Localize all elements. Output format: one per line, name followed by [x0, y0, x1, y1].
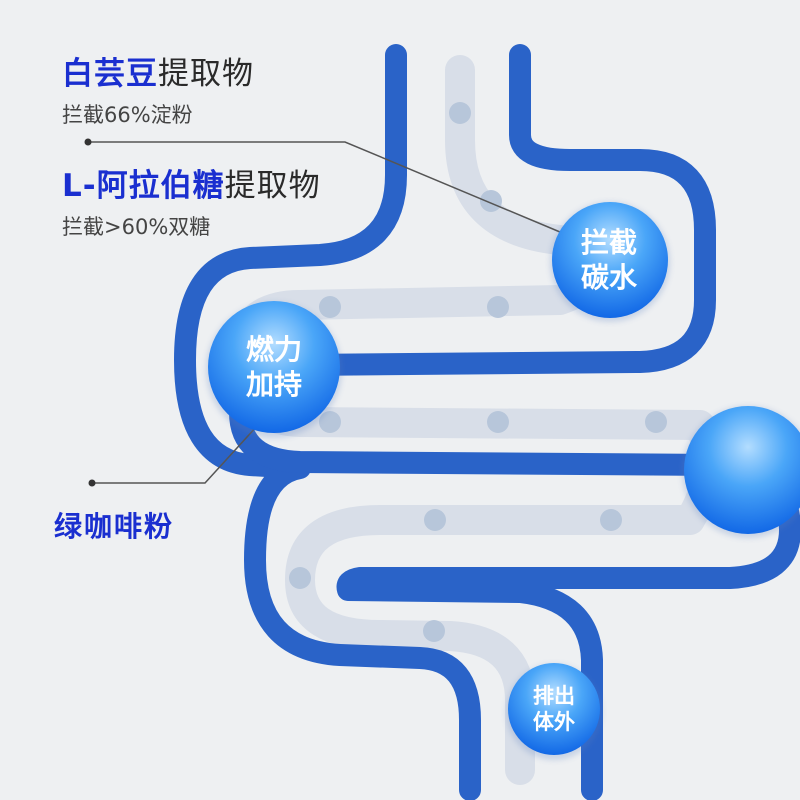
- label-white-kidney-bean-sub: 拦截66%淀粉: [62, 103, 193, 127]
- bubble-intercept-carbs-line2: 碳水: [580, 261, 638, 294]
- label-white-kidney-bean-highlight: 白芸豆: [62, 56, 158, 92]
- bubble-excrete: [506, 663, 602, 760]
- bubble-fat-burn-line2: 加持: [245, 368, 303, 401]
- intestine-wall-outer: [174, 44, 481, 800]
- bubble-excrete-line2: 体外: [533, 710, 575, 734]
- bubble-intercept-carbs: [550, 202, 670, 322]
- label-white-kidney-bean-rest: 提取物: [158, 56, 254, 92]
- intestine-wall-inner: [229, 44, 800, 800]
- bubble-excrete-text: 排出 体外: [533, 683, 575, 736]
- label-arabinose-highlight: L-阿拉伯糖: [62, 168, 225, 204]
- bubble-excrete-line1: 排出: [533, 683, 575, 708]
- label-green-coffee: 绿咖啡粉: [54, 510, 175, 543]
- bubble-fat-burn-line1: 燃力: [245, 333, 303, 366]
- bubble-intercept-carbs-text: 拦截 碳水: [581, 225, 637, 295]
- label-arabinose: L-阿拉伯糖提取物 拦截>60%双糖: [62, 160, 321, 241]
- leader-lines: [88, 141, 561, 484]
- label-arabinose-sub: 拦截>60%双糖: [62, 215, 211, 239]
- bubble-fat-burn: [206, 301, 342, 438]
- bubble-fat-burn-text: 燃力 加持: [246, 332, 302, 402]
- bubble-intercept-carbs-line1: 拦截: [580, 226, 638, 259]
- bubble-blank: [682, 406, 800, 538]
- label-white-kidney-bean: 白芸豆提取物 拦截66%淀粉: [62, 48, 254, 129]
- label-arabinose-rest: 提取物: [224, 168, 321, 204]
- label-white-kidney-bean-title: 白芸豆提取物: [62, 48, 254, 93]
- leader-dots: [84, 138, 96, 487]
- inner-path-dots: [289, 102, 667, 642]
- label-arabinose-title: L-阿拉伯糖提取物: [62, 160, 321, 205]
